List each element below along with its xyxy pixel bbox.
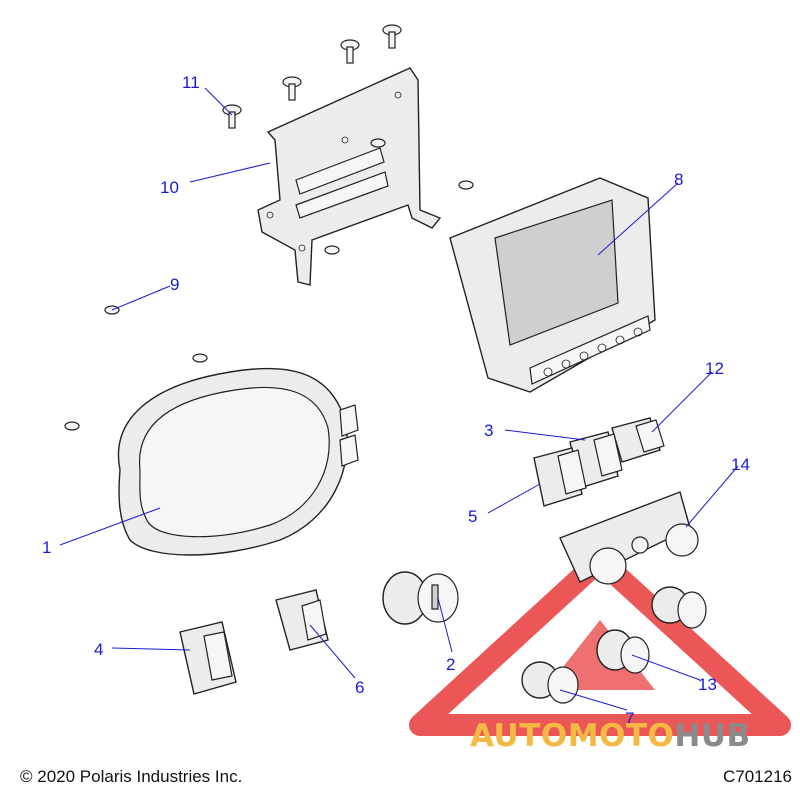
leader-lines — [59, 87, 739, 711]
switch-6 — [275, 589, 329, 651]
watermark-text-primary: AUTOMOTO — [470, 718, 675, 754]
power-outlets — [521, 586, 707, 704]
switch-4 — [179, 621, 237, 695]
callout-11: 11 — [182, 73, 200, 92]
callout-14: 14 — [731, 455, 750, 474]
callout-3: 3 — [484, 421, 493, 440]
screw-fasteners — [64, 24, 474, 431]
callout-10: 10 — [160, 178, 179, 197]
mounting-bracket — [257, 67, 442, 286]
instrument-cluster — [117, 367, 359, 556]
callout-5: 5 — [468, 507, 477, 526]
climate-control-panel — [559, 491, 699, 585]
callout-12: 12 — [705, 359, 724, 378]
callout-1: 1 — [42, 538, 51, 557]
watermark-logo-text: AUTOMOTOHUB — [470, 718, 751, 754]
watermark-text-secondary: HUB — [674, 718, 751, 754]
callout-4: 4 — [94, 640, 103, 659]
rocker-switches — [533, 417, 665, 507]
callout-9: 9 — [170, 275, 179, 294]
ignition-switch — [382, 571, 459, 625]
callout-7: 7 — [625, 709, 634, 728]
drawing-number: C701216 — [722, 767, 792, 786]
display-unit — [449, 177, 656, 393]
callout-labels: 1 2 3 4 5 6 7 8 9 10 11 12 13 14 — [42, 73, 750, 728]
callout-2: 2 — [446, 655, 455, 674]
callout-8: 8 — [674, 170, 683, 189]
callout-13: 13 — [698, 675, 717, 694]
callout-6: 6 — [355, 678, 364, 697]
copyright-notice: © 2020 Polaris Industries Inc. — [20, 767, 243, 786]
